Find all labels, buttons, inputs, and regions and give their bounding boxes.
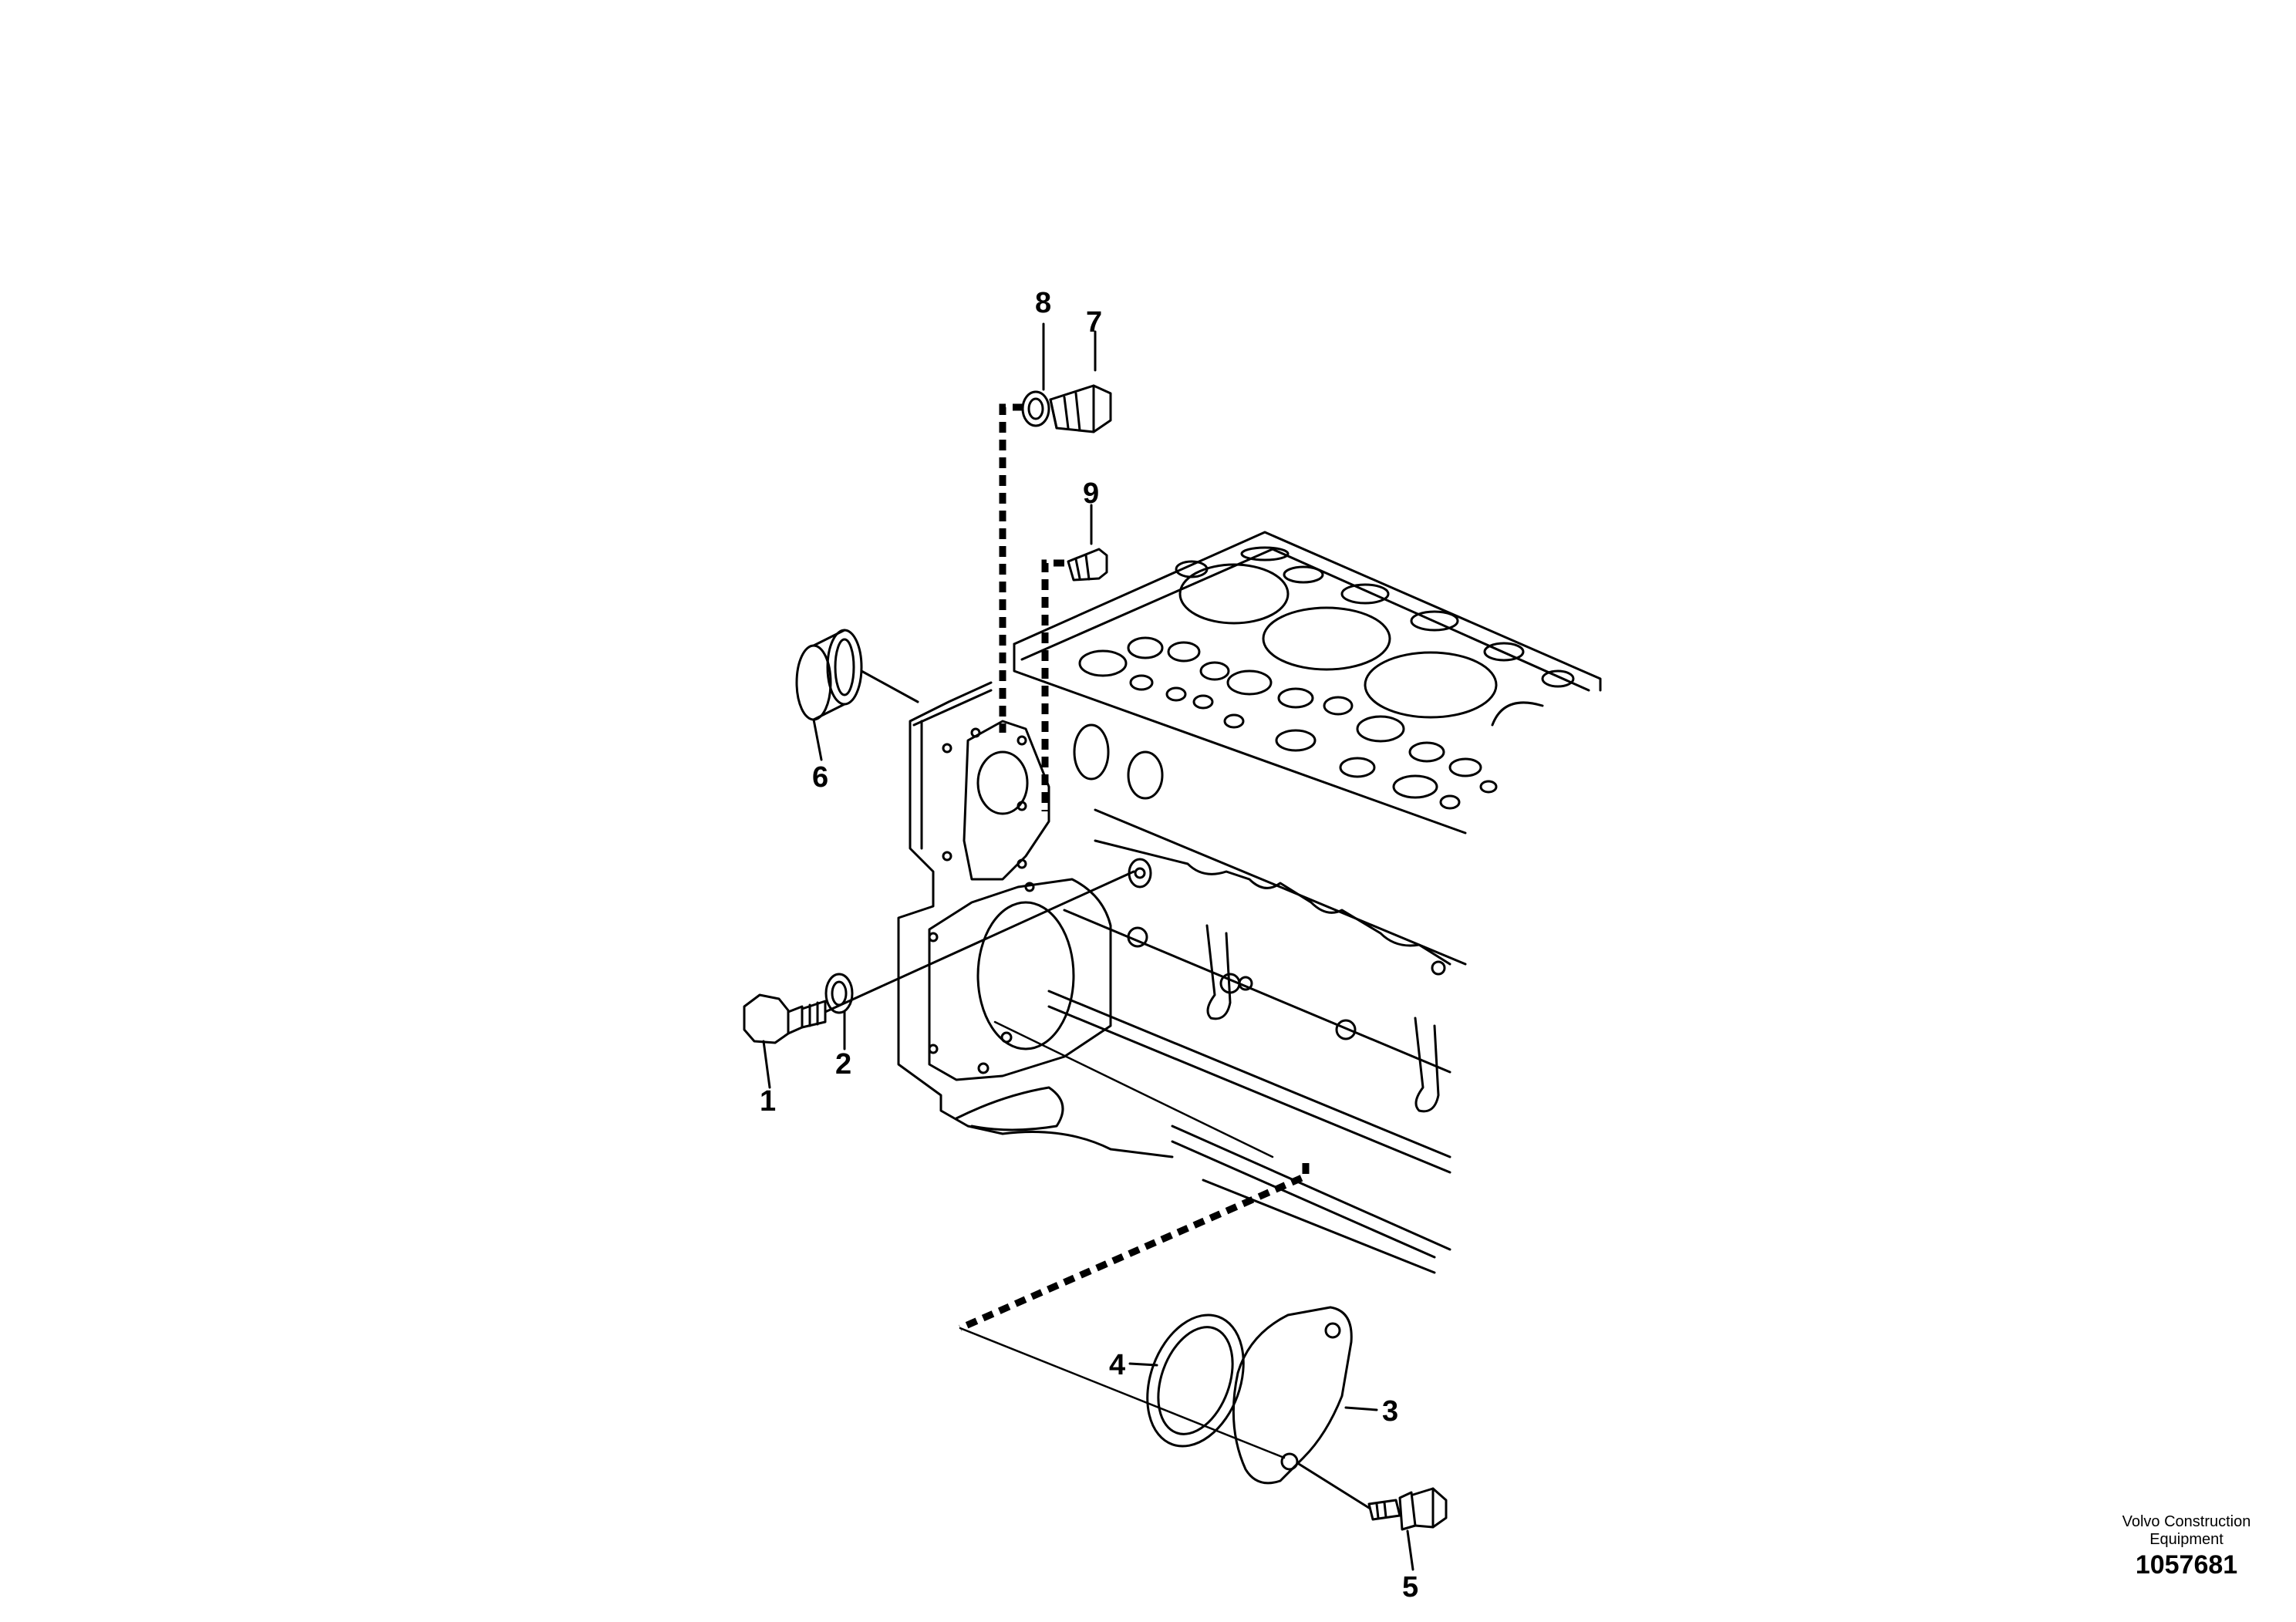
part-8-washer bbox=[1021, 322, 1050, 427]
part-7-plug bbox=[1049, 330, 1112, 433]
part-2-washer bbox=[824, 973, 854, 1050]
engine-block bbox=[897, 531, 1602, 1274]
part-4-gasket bbox=[1128, 1313, 1245, 1448]
label-9: 9 bbox=[1083, 477, 1099, 510]
part-3-cover-plate bbox=[1232, 1306, 1378, 1485]
assembly-paths bbox=[959, 403, 1310, 1332]
label-1: 1 bbox=[760, 1085, 776, 1118]
label-6: 6 bbox=[812, 761, 828, 794]
label-8: 8 bbox=[1035, 287, 1051, 319]
credit-company-line2: Equipment bbox=[2149, 1531, 2224, 1548]
dashed-path-8 bbox=[999, 403, 1023, 733]
credit-company-line1: Volvo Construction bbox=[2122, 1513, 2251, 1530]
part-9-set-screw bbox=[1067, 504, 1108, 582]
label-3: 3 bbox=[1382, 1395, 1398, 1428]
dashed-path-9 bbox=[1041, 559, 1064, 811]
label-2: 2 bbox=[835, 1048, 851, 1081]
part-labels: 1 2 3 4 5 6 7 8 9 bbox=[760, 287, 1418, 1603]
label-7: 7 bbox=[1086, 306, 1102, 339]
part-6-seal-ring bbox=[795, 629, 919, 761]
label-5: 5 bbox=[1402, 1571, 1418, 1603]
dashed-path-3 bbox=[959, 1163, 1310, 1332]
part-5-bolt bbox=[1297, 1462, 1448, 1571]
drawing-number: 1057681 bbox=[2135, 1550, 2238, 1580]
part-1-plug bbox=[743, 870, 1135, 1089]
label-4: 4 bbox=[1109, 1349, 1125, 1381]
